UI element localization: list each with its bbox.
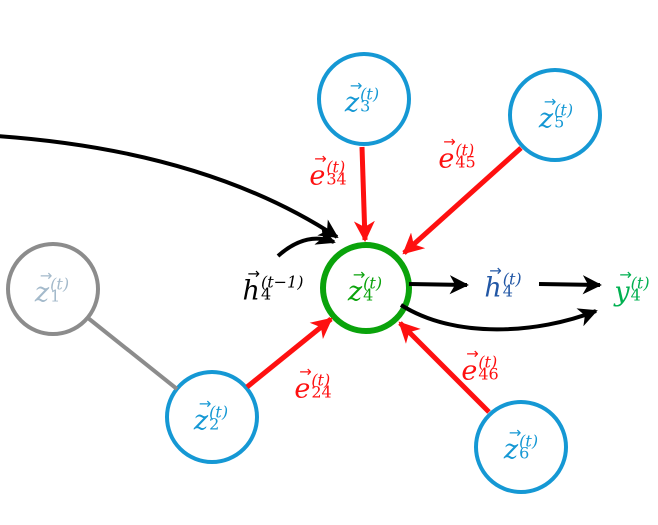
math-base: →z [34,266,53,309]
edge-e46-label: →e (t)46 [461,344,499,387]
arrow-h-to-y [538,275,602,295]
node-z4-circle [320,242,412,334]
math-base: →e [294,362,312,405]
node-z2-circle [165,370,259,464]
edge-e34-arrow [353,146,375,243]
vector-arrow-icon: → [349,76,363,95]
output-label: →y (t)4 [614,265,650,308]
edge-e24-label: →e (t)24 [294,362,332,405]
vector-arrow-icon: → [466,344,479,363]
vector-arrow-icon: → [508,423,522,442]
node-z3-label: →z (t)3 [344,76,380,119]
vector-arrow-icon: → [247,264,260,283]
arrow-offscreen-into-z4 [0,134,339,239]
edge-e34-label: →e (t)34 [309,149,347,192]
edge-e45-arrow [402,146,523,255]
node-z1-circle [6,242,100,336]
edge-e24-arrow [245,317,333,389]
hidden-state-current-label: →h (t)4 [484,261,522,304]
vector-arrow-icon: → [198,394,212,413]
math-base: →e [438,132,456,175]
node-z2-label: →z (t)2 [193,394,229,437]
vector-arrow-icon: → [39,266,53,285]
math-base: →z [503,423,522,466]
vector-arrow-icon: → [543,92,557,111]
math-base: →h [484,261,502,304]
hidden-state-prev-label: →h (t−1)4 [242,264,304,307]
math-base: →z [538,92,557,135]
vector-arrow-icon: → [314,149,327,168]
node-z4-label: →z (t)4 [347,265,383,308]
math-base: →y [614,265,632,308]
edge-z1-z2 [86,316,179,391]
edge-e46-arrow [398,321,491,414]
math-base: →e [461,344,479,387]
vector-arrow-icon: → [489,261,502,280]
math-base: →h [242,264,260,307]
math-base: →z [193,394,212,437]
node-z6-circle [474,400,568,494]
arrow-z4-to-h [408,275,469,295]
arrow-z4-to-y-curve [399,303,598,332]
vector-arrow-icon: → [299,362,312,381]
node-z5-label: →z (t)5 [538,92,574,135]
node-z1-label: →z (t)1 [34,266,70,309]
math-base: →z [344,76,363,119]
vector-arrow-icon: → [619,265,632,284]
edge-e45-label: →e (t)45 [438,132,476,175]
math-base: →z [347,265,366,308]
node-z6-label: →z (t)6 [503,423,539,466]
node-z3-circle [317,52,411,146]
math-base: →e [309,149,327,192]
vector-arrow-icon: → [352,265,366,284]
vector-arrow-icon: → [443,132,456,151]
node-z5-circle [508,68,602,162]
arrow-hprev-into-z4 [276,226,336,258]
